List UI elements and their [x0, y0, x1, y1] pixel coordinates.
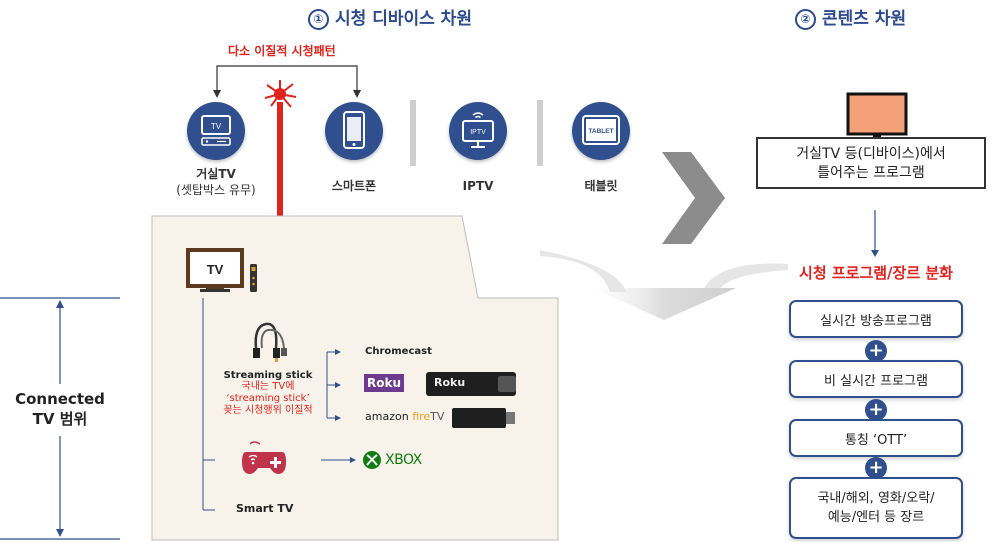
chromecast-label: Chromecast — [365, 346, 432, 357]
heading-text: 콘텐츠 차원 — [822, 9, 907, 29]
iptv-label: IPTV — [462, 179, 494, 193]
plus-icon: + — [865, 340, 887, 362]
heading-number: ① — [308, 9, 329, 30]
svg-text:TABLET: TABLET — [588, 128, 613, 135]
device-divider — [410, 100, 416, 166]
fire-word: fire — [412, 410, 431, 423]
amazon-word: amazon — [365, 410, 409, 423]
xbox-logo-icon — [363, 451, 381, 469]
content-definition-box: 거실TV 등(디바이스)에서 틀어주는 프로그램 — [756, 137, 986, 189]
tv-setup-icon: TV — [201, 115, 231, 146]
roku-stick-device: Roku — [426, 372, 516, 396]
svg-text:TV: TV — [207, 262, 224, 277]
xbox-label: XBOX — [385, 452, 422, 468]
smartphone-label: 스마트폰 — [331, 179, 377, 193]
iptv-device: IPTV — [449, 102, 507, 160]
content-dimension-heading: ② 콘텐츠 차원 — [795, 4, 906, 30]
iptv-icon: IPTV — [462, 112, 494, 148]
program-label: 실시간 방송프로그램 — [820, 313, 932, 329]
funnel-arrow — [540, 250, 788, 320]
device-divider — [537, 100, 543, 166]
device-dimension-heading: ① 시청 디바이스 차원 — [308, 4, 472, 30]
plus-icon: + — [865, 457, 887, 479]
program-label: 국내/해외, 영화/오락/ — [817, 491, 935, 506]
svg-text:TV: TV — [211, 122, 222, 131]
program-label: 통칭 ‘OTT’ — [844, 432, 908, 448]
program-label: 비 실시간 프로그램 — [824, 373, 928, 389]
streaming-note-line: 국내는 TV에 — [241, 381, 295, 392]
connected-tv-label: Connected TV 범위 — [0, 389, 120, 429]
content-box-line: 틀어주는 프로그램 — [817, 165, 925, 181]
heading-text: 시청 디바이스 차원 — [335, 9, 472, 29]
heading-number: ② — [795, 9, 816, 30]
tablet-device: TABLET — [572, 102, 630, 160]
connected-tv-line: Connected — [15, 390, 105, 408]
smartphone-icon — [343, 111, 365, 149]
roku-logo: Roku — [364, 374, 404, 392]
chevron-right-icon — [662, 152, 725, 244]
svg-text:IPTV: IPTV — [470, 129, 486, 136]
device-sublabel: (셋탑박스 유무) — [176, 183, 256, 197]
tv-device-label: 거실TV (셋탑박스 유무) — [160, 166, 272, 198]
smart-tv-label: Smart TV — [236, 502, 294, 515]
tv-icon: TV — [186, 248, 257, 292]
program-box-ott: 통칭 ‘OTT’ — [789, 419, 963, 457]
burst-divider-icon — [264, 80, 297, 218]
arrow-down-icon — [871, 210, 879, 257]
fire-tv-stick-icon — [452, 408, 515, 428]
roku-stick-end — [498, 376, 516, 392]
connected-tv-line: TV 범위 — [32, 410, 88, 428]
program-box-live: 실시간 방송프로그램 — [789, 300, 963, 338]
streaming-note-line: 꽂는 시청행위 이질적 — [223, 405, 313, 416]
device-name: 거실TV — [196, 167, 236, 181]
connected-tv-bracket — [0, 297, 120, 540]
content-box-line: 거실TV 등(디바이스)에서 — [796, 146, 946, 162]
device-tree-lines — [202, 298, 356, 511]
pattern-bracket — [213, 65, 361, 98]
pattern-label: 다소 이질적 시청패턴 — [228, 44, 336, 58]
tablet-label: 태블릿 — [584, 179, 618, 193]
amazon-fire-tv-logo: amazon fireTV — [365, 410, 444, 423]
program-box-genre: 국내/해외, 영화/오락/ 예능/엔터 등 장르 — [789, 477, 963, 539]
tv-word: TV — [430, 410, 445, 423]
program-label: 예능/엔터 등 장르 — [827, 510, 925, 525]
game-controller-icon — [242, 441, 286, 474]
roku-device-label: Roku — [434, 376, 466, 389]
streaming-stick-title: Streaming stick — [223, 370, 313, 381]
streaming-note-line: ‘streaming stick’ — [226, 393, 310, 404]
plus-icon: + — [865, 399, 887, 421]
program-box-non-live: 비 실시간 프로그램 — [789, 360, 963, 398]
segmentation-title: 시청 프로그램/장르 분화 — [799, 264, 953, 282]
smartphone-device — [325, 102, 383, 160]
living-room-tv-device: TV — [187, 102, 245, 160]
monitor-icon — [846, 92, 908, 144]
hdmi-cable-icon — [253, 322, 287, 362]
tablet-icon: TABLET — [582, 115, 620, 145]
streaming-stick-block: Streaming stick 국내는 TV에 ‘streaming stick… — [200, 370, 336, 417]
